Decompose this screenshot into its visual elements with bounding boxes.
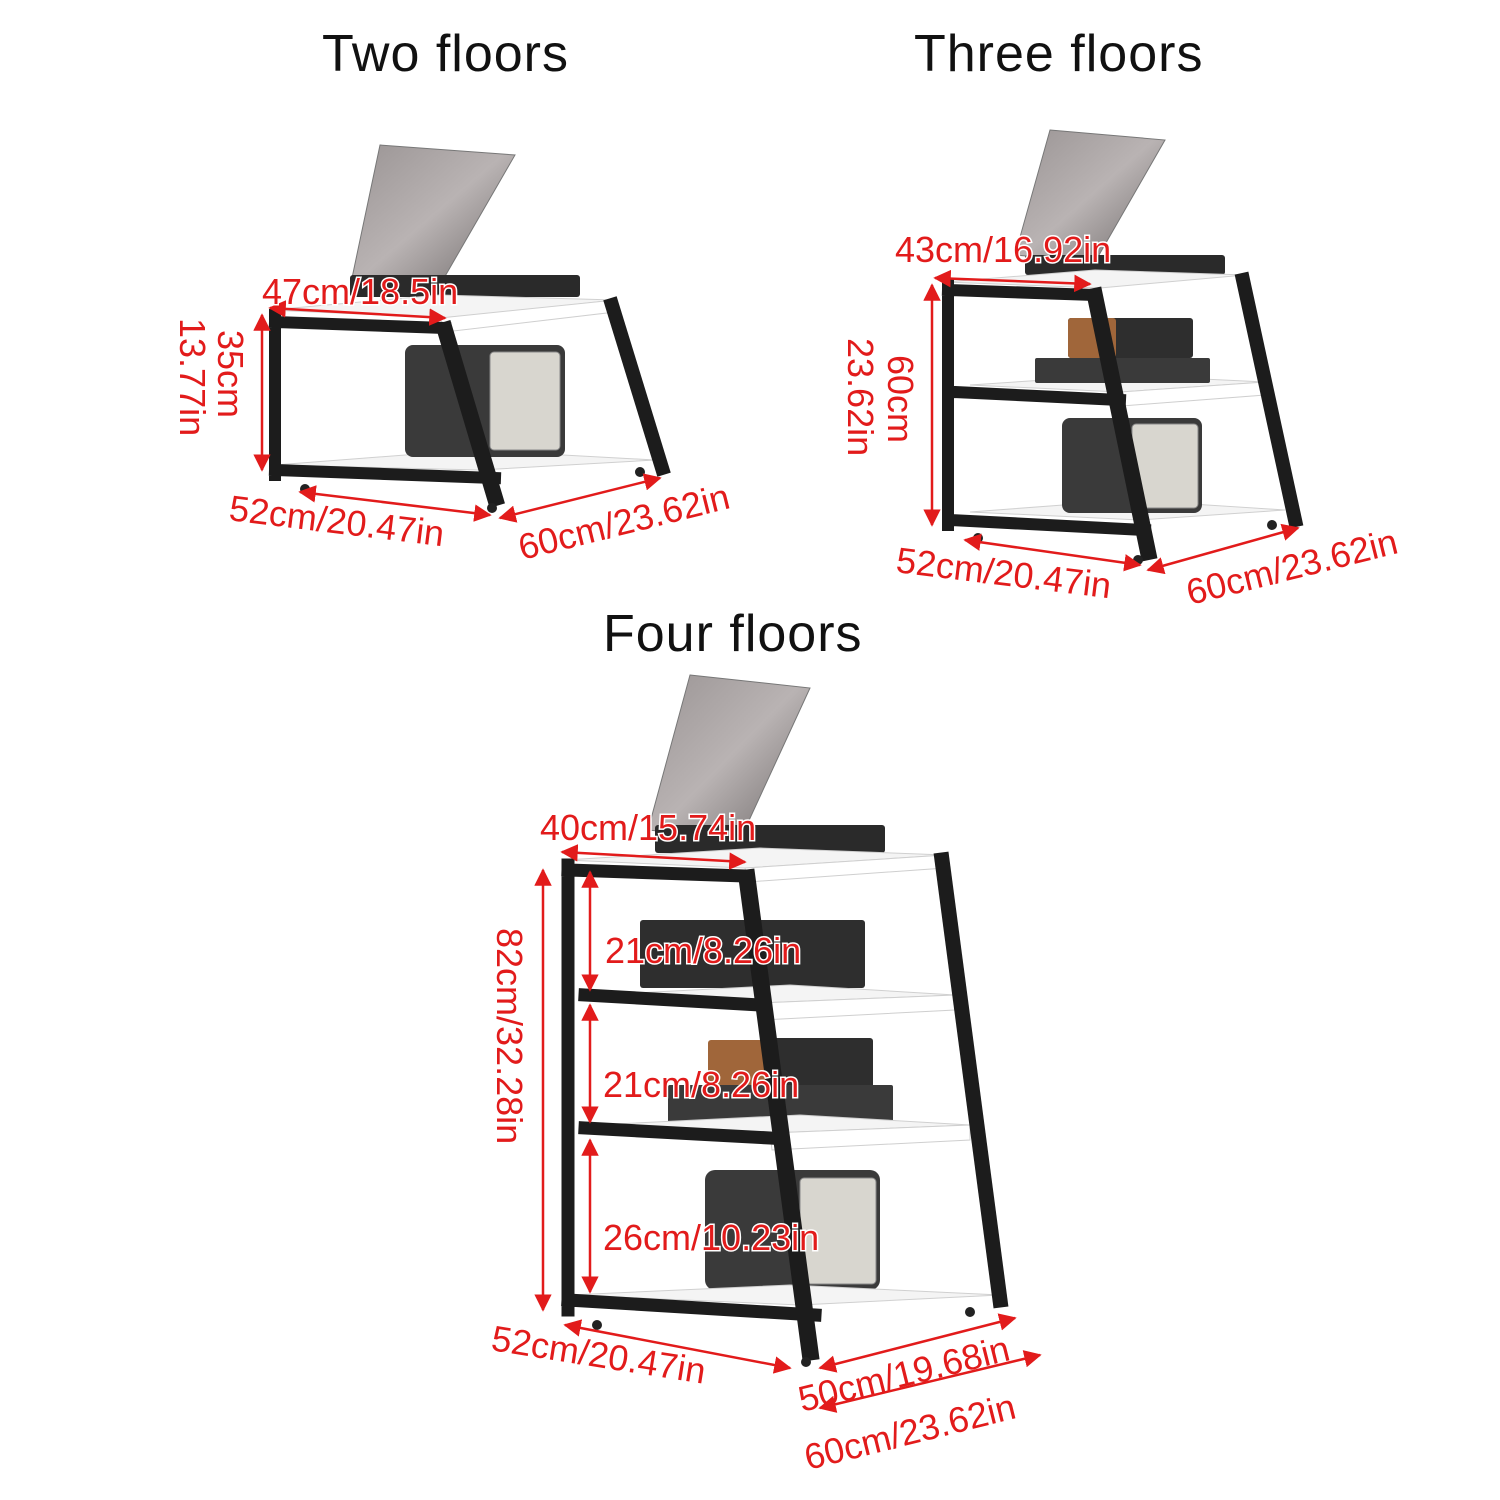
turntable-lid (351, 144, 516, 286)
three-top-width-label: 43cm/16.92in (895, 229, 1111, 270)
wood-radio (708, 1040, 768, 1088)
four-top-width-label: 40cm/15.74in (540, 807, 756, 848)
four-gap-1-label: 21cm/8.26in (605, 930, 801, 971)
two-height-in-label: 13.77in (172, 318, 213, 436)
speaker-grille (489, 351, 561, 451)
three-floors-title: Three floors (914, 25, 1204, 83)
four-gap-2-label: 21cm/8.26in (603, 1064, 799, 1105)
turntable-base (350, 275, 580, 297)
three-depth-label: 52cm/20.47in (894, 539, 1114, 606)
two-top-width-label: 47cm/18.5in (262, 271, 458, 312)
two-floors-stand (268, 144, 671, 513)
three-floors-stand (941, 129, 1304, 565)
amplifier (1035, 358, 1210, 383)
two-width-label: 60cm/23.62in (514, 476, 734, 568)
three-width-label: 60cm/23.62in (1182, 521, 1402, 613)
four-gap-3-label: 26cm/10.23in (603, 1217, 819, 1258)
three-height-cm-label: 60cm (880, 355, 921, 443)
four-height-label: 82cm/32.28in (489, 928, 530, 1144)
four-floors-title: Four floors (603, 605, 863, 663)
three-height-in-label: 23.62in (840, 338, 881, 456)
two-floors-title: Two floors (322, 25, 569, 83)
receiver-middle (768, 1038, 873, 1088)
two-height-cm-label: 35cm (210, 330, 251, 418)
four-floors-stand (561, 674, 1009, 1367)
